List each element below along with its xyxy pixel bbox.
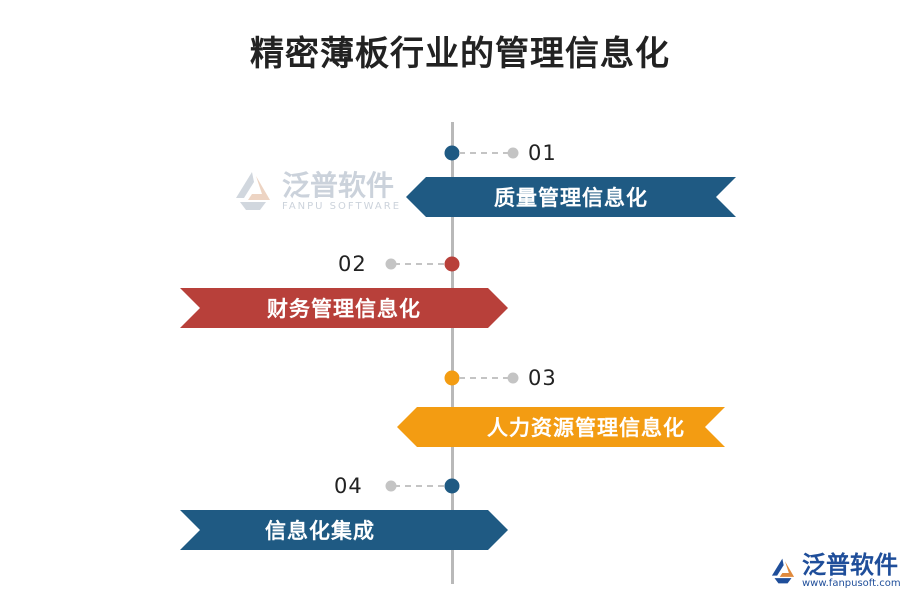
corner-brand-zh: 泛普软件 bbox=[802, 551, 898, 579]
watermark-brand-en: FANPU SOFTWARE bbox=[282, 200, 402, 212]
timeline-node-03 bbox=[444, 370, 460, 386]
watermark-brand-zh: 泛普软件 bbox=[282, 168, 395, 202]
timeline-node-04 bbox=[444, 478, 460, 494]
ribbon-label-02: 财务管理信息化 bbox=[267, 296, 421, 321]
connector-end-03 bbox=[507, 372, 519, 384]
ribbon-03: 人力资源管理信息化 bbox=[397, 407, 725, 447]
item-number-01: 01 bbox=[528, 141, 557, 165]
connector-04 bbox=[394, 485, 444, 487]
timeline-node-01 bbox=[444, 145, 460, 161]
item-number-02: 02 bbox=[338, 252, 367, 276]
connector-end-02 bbox=[385, 258, 397, 270]
fanpu-logo-icon bbox=[236, 172, 270, 210]
ribbon-02: 财务管理信息化 bbox=[180, 288, 508, 328]
item-number-04: 04 bbox=[334, 474, 363, 498]
connector-02 bbox=[394, 263, 444, 265]
ribbon-label-03: 人力资源管理信息化 bbox=[487, 415, 685, 440]
corner-brand-url: www.fanpusoft.com bbox=[802, 578, 900, 589]
connector-end-01 bbox=[507, 147, 519, 159]
connector-03 bbox=[459, 377, 509, 379]
item-number-03: 03 bbox=[528, 366, 557, 390]
connector-end-04 bbox=[385, 480, 397, 492]
connector-01 bbox=[459, 152, 509, 154]
ribbon-label-01: 质量管理信息化 bbox=[494, 185, 648, 210]
watermark-center: 泛普软件 FANPU SOFTWARE bbox=[230, 168, 401, 214]
ribbon-01: 质量管理信息化 bbox=[406, 177, 736, 217]
page-title: 精密薄板行业的管理信息化 bbox=[250, 34, 670, 74]
ribbon-04: 信息化集成 bbox=[180, 510, 508, 550]
fanpu-logo-small-icon bbox=[771, 558, 795, 583]
watermark-corner: 泛普软件 www.fanpusoft.com bbox=[768, 552, 900, 589]
ribbon-label-04: 信息化集成 bbox=[265, 518, 375, 543]
timeline-axis bbox=[451, 122, 454, 584]
timeline-node-02 bbox=[444, 256, 460, 272]
